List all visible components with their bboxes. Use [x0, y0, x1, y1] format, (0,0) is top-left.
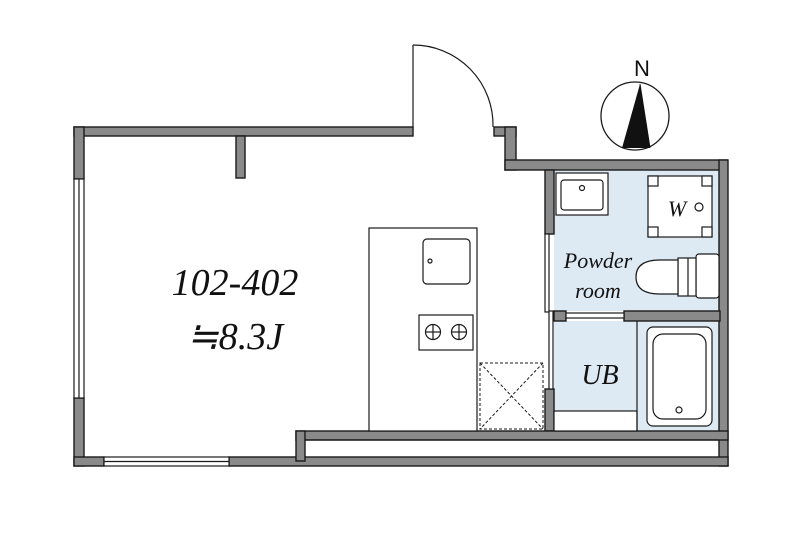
washer-label: W [668, 196, 688, 221]
bath-door[interactable] [565, 312, 625, 319]
washing-machine-space [647, 175, 713, 238]
bathtub [646, 326, 713, 427]
left-window [73, 178, 85, 399]
powder-room-label-2: room [575, 278, 621, 303]
bath-vanity-counter [553, 321, 638, 432]
walls [73, 126, 729, 467]
bath-label: UB [581, 360, 618, 391]
sliding-door[interactable] [544, 233, 554, 390]
kitchen-sink [422, 238, 471, 285]
unit-area: ≒8.3J [187, 316, 285, 358]
stove-burners [418, 314, 474, 351]
entrance-door[interactable] [412, 44, 494, 130]
unit-number: 102-402 [172, 262, 299, 304]
bottom-window [103, 456, 230, 467]
refrigerator-space [479, 362, 544, 430]
powder-room-label-1: Powder [563, 248, 633, 273]
compass-north-label: N [634, 56, 650, 81]
north-compass-icon: N [600, 56, 670, 151]
wash-basin [555, 172, 609, 216]
toilet [635, 253, 720, 299]
